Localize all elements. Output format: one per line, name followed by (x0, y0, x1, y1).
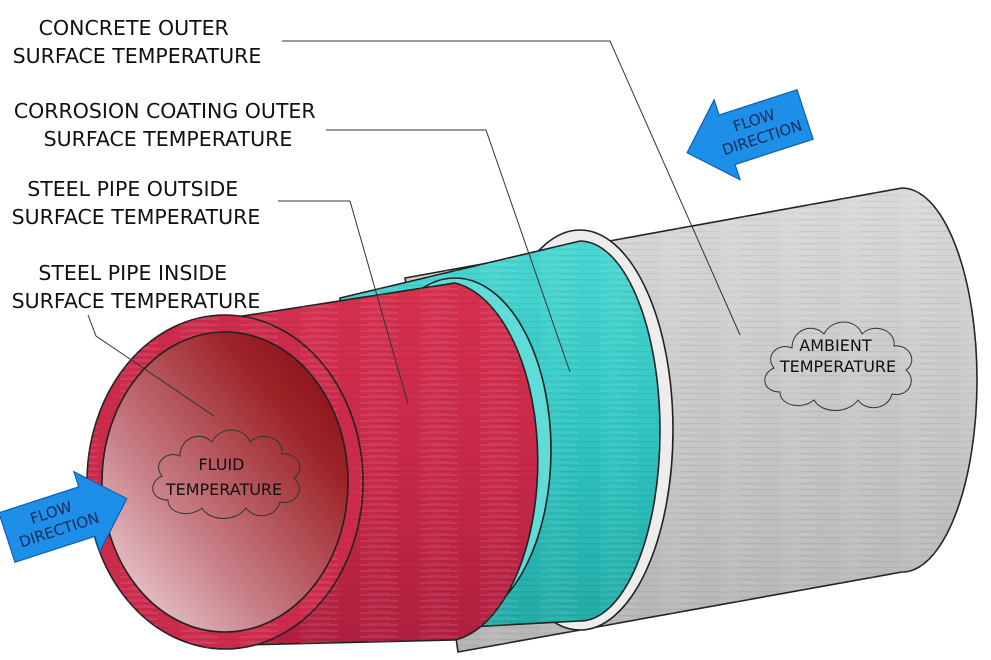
fluid-label-line2: TEMPERATURE (165, 480, 282, 499)
leader-coating (326, 129, 571, 373)
leader-steel-inside (87, 314, 215, 417)
leader-steel-outside (278, 200, 409, 405)
label-concrete-outer: CONCRETE OUTER SURFACE TEMPERATURE (13, 16, 262, 68)
ambient-label-line1: AMBIENT (799, 336, 872, 355)
steel-pipe-layer (86, 282, 539, 650)
ambient-label-line2: TEMPERATURE (779, 357, 896, 376)
label-steel-inside: STEEL PIPE INSIDE SURFACE TEMPERATURE (12, 261, 261, 313)
leader-lines (87, 40, 741, 417)
arrow-left-icon (686, 88, 814, 181)
leader-concrete (282, 40, 741, 336)
svg-text:AMBIENT TEMPERATURE: AMBIENT TEMPERATURE (779, 336, 896, 376)
flow-direction-arrow-top: FLOW DIRECTION (686, 88, 814, 181)
svg-text:FLUID TEMPERATURE: FLUID TEMPERATURE (165, 455, 282, 499)
cloud-shape (764, 321, 913, 411)
label-coating-outer: CORROSION COATING OUTER SURFACE TEMPERAT… (14, 99, 322, 151)
ambient-temperature-cloud: AMBIENT TEMPERATURE (764, 321, 913, 411)
label-steel-outside: STEEL PIPE OUTSIDE SURFACE TEMPERATURE (12, 177, 261, 229)
cloud-shape (152, 429, 301, 519)
flow-direction-arrow-bottom: FLOW DIRECTION (0, 470, 128, 564)
fluid-label-line1: FLUID (198, 455, 244, 474)
arrow-right-icon (0, 470, 128, 564)
fluid-temperature-cloud: FLUID TEMPERATURE (152, 429, 301, 519)
pipe-bore (101, 331, 349, 633)
